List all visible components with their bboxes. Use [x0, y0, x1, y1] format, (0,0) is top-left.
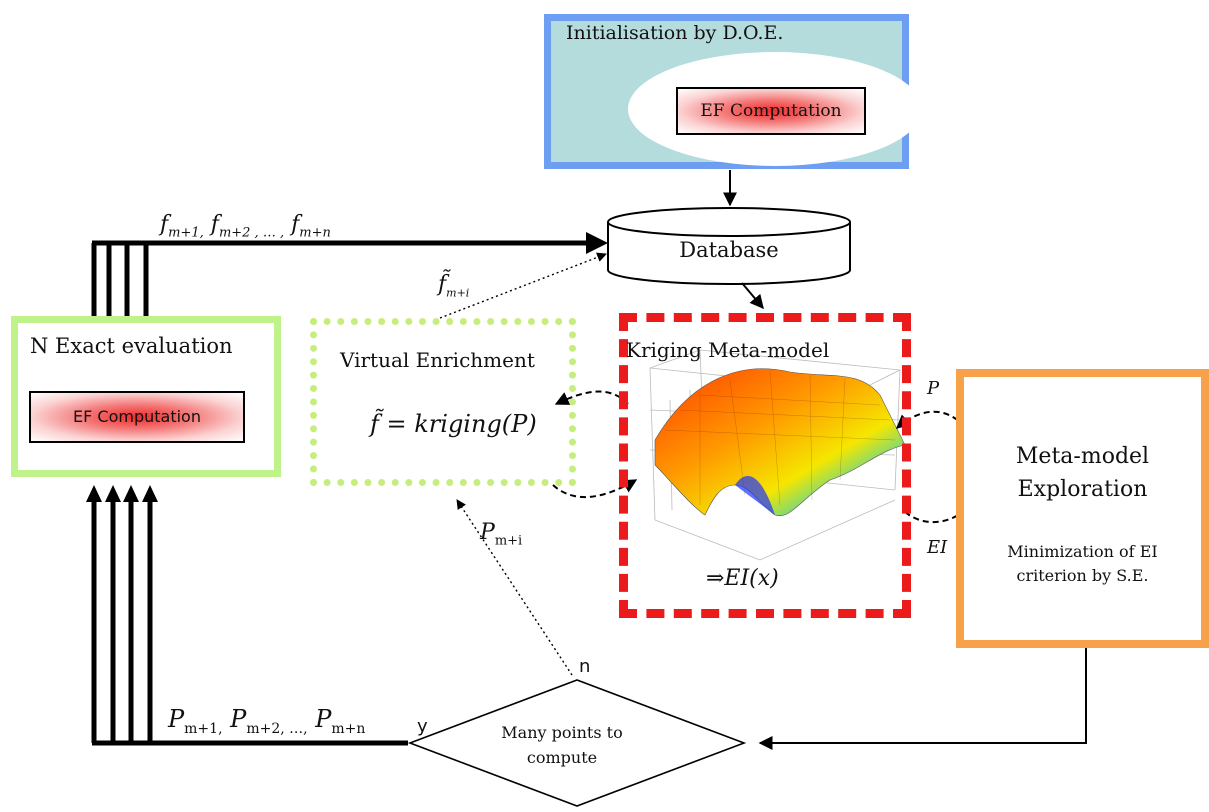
arrow-decision-to-exact	[91, 500, 408, 746]
database-cylinder	[607, 207, 851, 285]
kriging-title: Kriging Meta-model	[626, 338, 830, 362]
arrow-exact-to-database	[91, 240, 588, 320]
decision-label: Many points to compute	[432, 720, 692, 770]
virtual-enrichment-box	[310, 318, 576, 486]
meta-model-box	[956, 369, 1209, 648]
ei-formula: ⇒EI(x)	[706, 566, 779, 591]
ef-computation-top: EF Computation	[676, 87, 866, 135]
decision-diamond	[407, 679, 747, 807]
ef-computation-left: EF Computation	[29, 391, 245, 443]
p-sequence: Pm+1, Pm+2, …, Pm+n	[168, 705, 366, 737]
meta-model-sub-line2: criterion by S.E.	[1016, 566, 1149, 585]
kriging-box	[619, 313, 911, 618]
arrow-virtual-to-kriging	[552, 479, 638, 499]
f-tilde-m-plus-i: f̃m+i	[438, 272, 470, 300]
label-y: y	[417, 716, 428, 737]
kriging-surface-plot	[649, 349, 906, 561]
f-sequence: fm+1, fm+2 , … , fm+n	[160, 212, 331, 241]
meta-model-title-line1: Meta-model	[1015, 444, 1150, 469]
meta-model-sub-line1: Minimization of EI	[1007, 542, 1158, 561]
database-label: Database	[679, 238, 779, 262]
arrow-meta-to-decision	[758, 640, 1087, 750]
meta-model-title: Meta-model Exploration	[964, 440, 1201, 506]
arrowhead-to-database	[586, 232, 608, 254]
decision-line1: Many points to	[501, 723, 623, 742]
initialisation-title: Initialisation by D.O.E.	[566, 22, 784, 44]
label-ei: EI	[927, 537, 948, 558]
label-p: P	[927, 378, 940, 399]
meta-model-subtitle: Minimization of EI criterion by S.E.	[964, 540, 1201, 588]
decision-line2: compute	[526, 748, 598, 767]
p-m-plus-i: Pm+i	[480, 520, 523, 549]
virtual-enrichment-title: Virtual Enrichment	[340, 348, 535, 372]
arrow-database-to-kriging	[741, 282, 764, 310]
virtual-enrichment-formula: f̃ = kriging(P)	[370, 410, 537, 438]
exact-evaluation-title: N Exact evaluation	[30, 334, 233, 358]
label-n: n	[579, 656, 591, 677]
meta-model-title-line2: Exploration	[1017, 477, 1148, 502]
arrow-kriging-to-virtual	[554, 390, 629, 405]
